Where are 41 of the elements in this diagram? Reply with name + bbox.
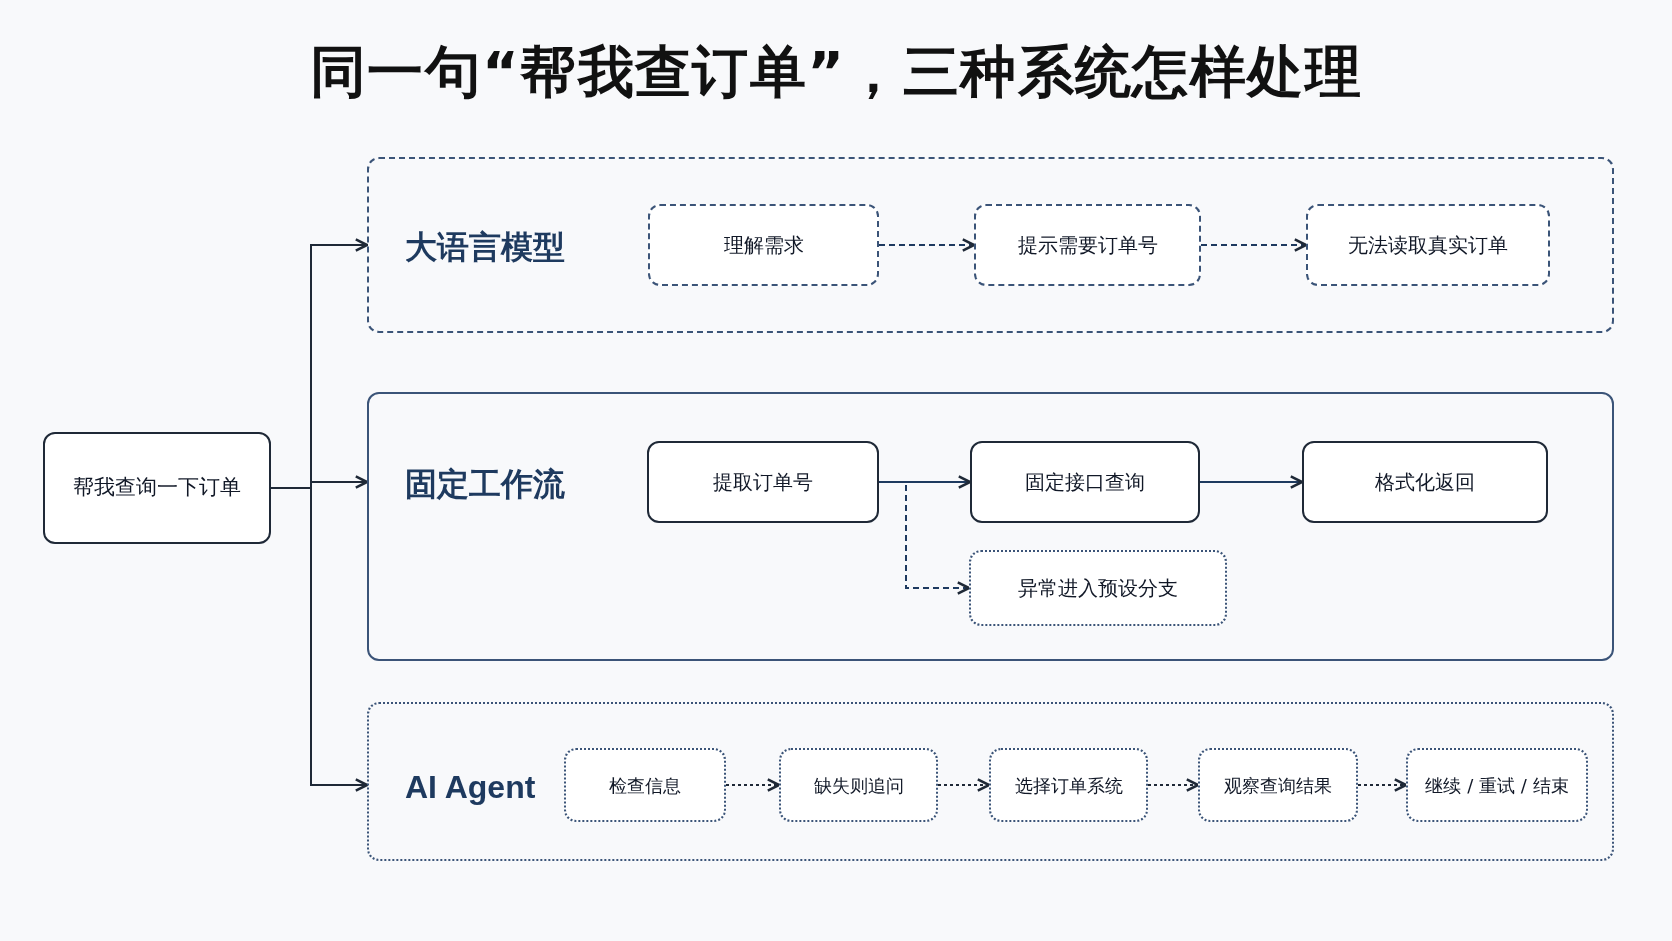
group-panel: [367, 702, 1614, 861]
arrow: [1147, 778, 1200, 792]
step-label: 观察查询结果: [1224, 773, 1332, 798]
step-label: 理解需求: [723, 232, 804, 259]
arrow: [937, 778, 991, 792]
branch-box: [969, 550, 1227, 626]
step-box: [989, 748, 1148, 822]
step-label: 选择订单系统: [1014, 773, 1123, 798]
arrow: [878, 238, 976, 252]
step-box: [1198, 748, 1358, 822]
step-label: 异常进入预设分支: [1018, 575, 1178, 602]
step-label: 继续 / 重试 / 结束: [1425, 773, 1569, 798]
arrow: [1199, 475, 1304, 489]
step-box: [1306, 204, 1550, 286]
step-label: 提示需要订单号: [1017, 232, 1158, 259]
arrow: [1200, 238, 1308, 252]
step-box: [970, 441, 1200, 523]
step-label: 帮我查询一下订单: [73, 474, 241, 502]
request-box: [43, 432, 271, 544]
group-heading: 大语言模型: [405, 227, 565, 268]
step-box: [564, 748, 726, 822]
group-heading: 固定工作流: [405, 464, 565, 505]
arrow: [878, 481, 971, 595]
step-box: [1406, 748, 1588, 822]
step-label: 检查信息: [609, 773, 681, 798]
arrow: [1357, 778, 1408, 792]
arrow: [725, 778, 781, 792]
step-label: 提取订单号: [713, 469, 813, 496]
group-panel: [367, 157, 1614, 333]
group-panel: [367, 392, 1614, 661]
step-box: [648, 204, 879, 286]
step-label: 缺失则追问: [813, 773, 904, 798]
step-box: [1302, 441, 1548, 523]
step-label: 格式化返回: [1375, 469, 1475, 496]
step-label: 无法读取真实订单: [1348, 232, 1508, 259]
step-box: [779, 748, 938, 822]
group-heading: AI Agent: [405, 768, 536, 807]
step-label: 固定接口查询: [1025, 469, 1145, 496]
diagram-title: 同一句“帮我查订单”，三种系统怎样处理: [308, 38, 1364, 106]
step-box: [974, 204, 1201, 286]
step-box: [647, 441, 879, 523]
